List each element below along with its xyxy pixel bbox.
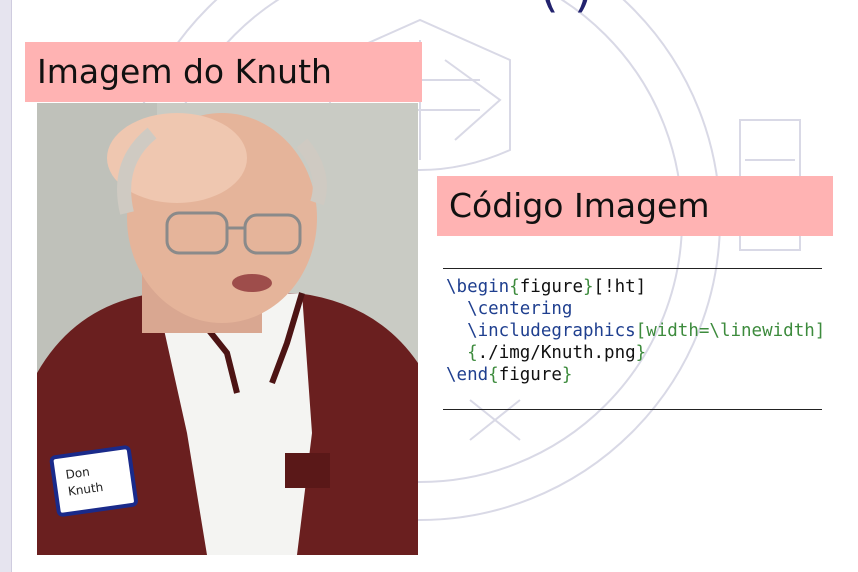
code-indent xyxy=(446,343,467,363)
code-line-2: \centering xyxy=(446,298,858,320)
code-argument: figure xyxy=(498,365,562,385)
code-indent xyxy=(446,299,467,319)
code-line-3: \includegraphics[width=\linewidth] xyxy=(446,320,858,342)
latex-code-listing: \begin{figure}[!ht] \centering \includeg… xyxy=(446,276,858,404)
block-title-knuth-image: Imagem do Knuth xyxy=(25,42,422,102)
block-title-code: Código Imagem xyxy=(437,176,833,236)
code-command: \centering xyxy=(467,299,573,319)
code-command: \begin xyxy=(446,277,510,297)
code-argument: figure xyxy=(519,277,583,297)
code-line-1: \begin{figure}[!ht] xyxy=(446,276,858,298)
slide-header-fragment: ( ) xyxy=(540,0,720,14)
code-line-4: {./img/Knuth.png} xyxy=(446,342,858,364)
code-brace-open: { xyxy=(509,277,520,297)
code-command: \includegraphics xyxy=(467,321,636,341)
code-argument: ./img/Knuth.png xyxy=(477,343,636,363)
code-line-5: \end{figure} xyxy=(446,364,858,386)
code-brace-close: } xyxy=(635,343,647,363)
code-top-rule xyxy=(443,268,822,269)
code-brace-open: { xyxy=(488,365,499,385)
code-command: \end xyxy=(446,365,489,385)
code-brace-close: } xyxy=(582,277,594,297)
knuth-photo: Don Knuth xyxy=(37,103,418,555)
slide-left-bar xyxy=(0,0,12,572)
code-brace-close: } xyxy=(561,365,573,385)
name-tag-line1: Don xyxy=(65,465,91,482)
code-brace-open: { xyxy=(467,343,478,363)
code-option: [!ht] xyxy=(593,277,647,297)
name-tag-line2: Knuth xyxy=(67,480,104,499)
code-indent xyxy=(446,321,467,341)
code-bottom-rule xyxy=(443,409,822,410)
code-option: [width=\linewidth] xyxy=(635,321,826,341)
